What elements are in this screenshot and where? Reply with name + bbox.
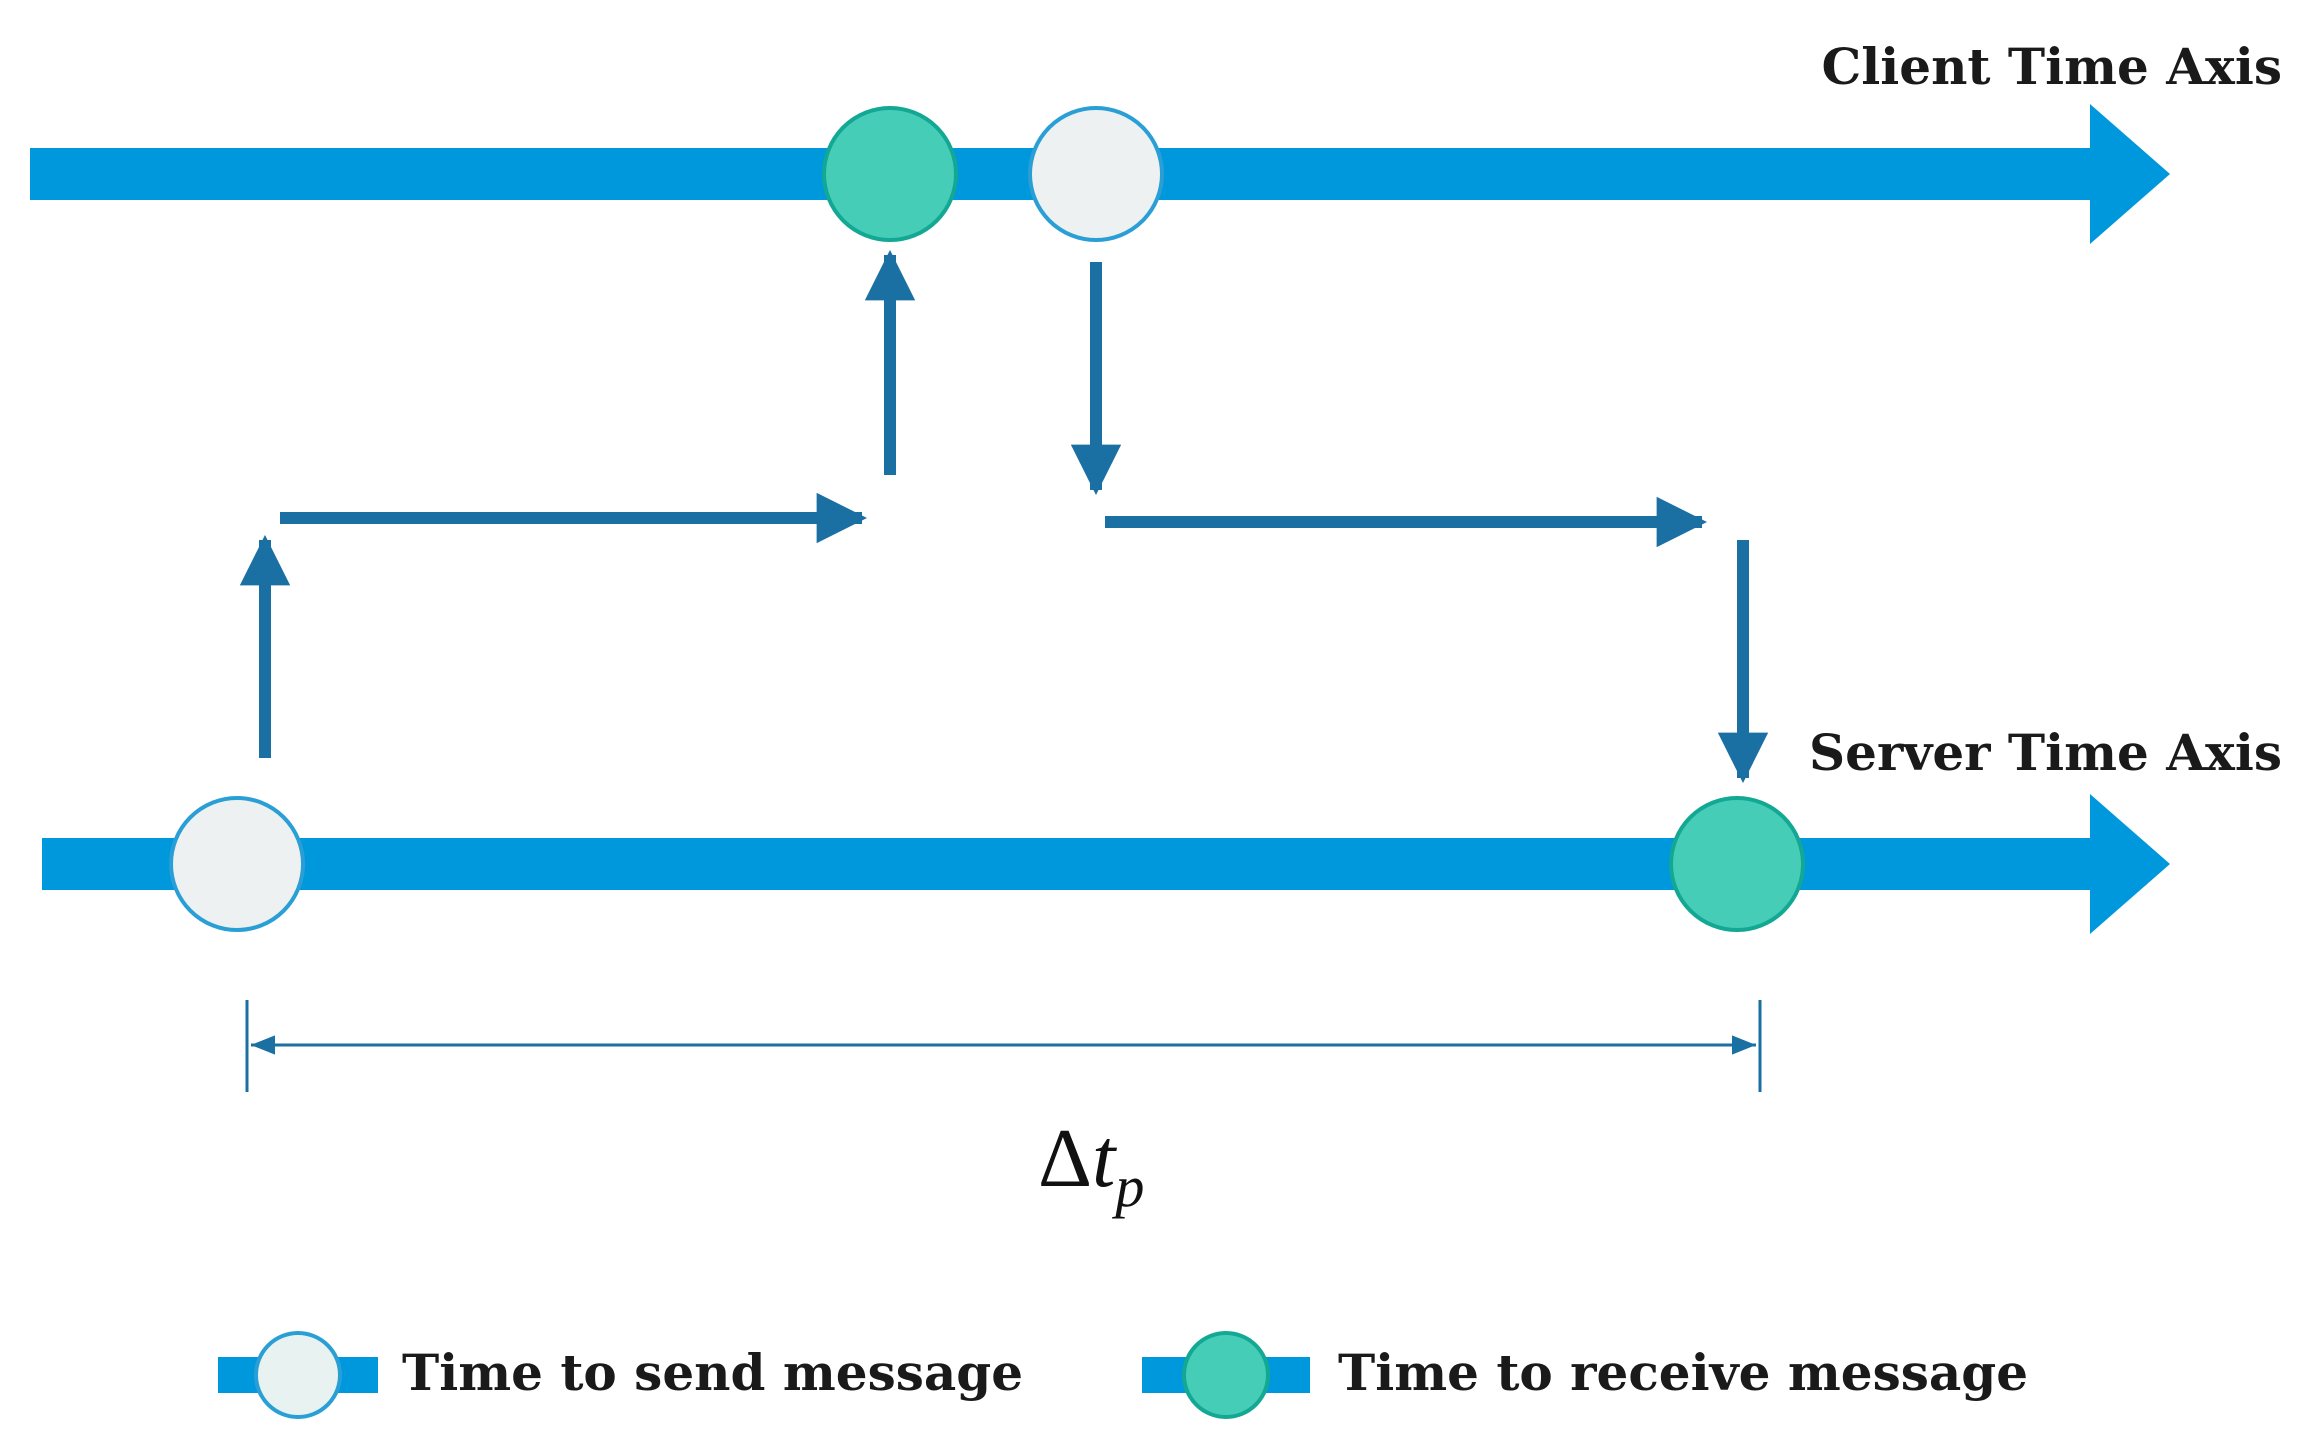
outbound-message-path [239,249,916,758]
interval-label: Δtp [1038,1112,1144,1219]
client-send-node [1028,106,1164,242]
return-message-path [1070,262,1769,784]
legend-receive-label: Time to receive message [1338,1343,2028,1402]
delta-symbol: Δ [1038,1112,1092,1205]
interval-span [245,1000,1762,1092]
legend-receive-icon [1182,1331,1270,1419]
delta-subscript: p [1111,1154,1144,1219]
server-axis-label: Server Time Axis [1809,723,2282,782]
client-axis-label: Client Time Axis [1821,37,2282,96]
legend-receive: Time to receive message [1142,1331,2028,1419]
legend-send-label: Time to send message [402,1343,1023,1402]
legend: Time to send message Time to receive mes… [218,1331,2028,1419]
server-receive-node [1669,796,1805,932]
legend-send: Time to send message [218,1331,1023,1419]
server-send-node [169,796,305,932]
client-receive-node [822,106,958,242]
legend-send-icon [254,1331,342,1419]
server-time-axis [42,794,2170,934]
delta-variable: t [1092,1112,1118,1205]
